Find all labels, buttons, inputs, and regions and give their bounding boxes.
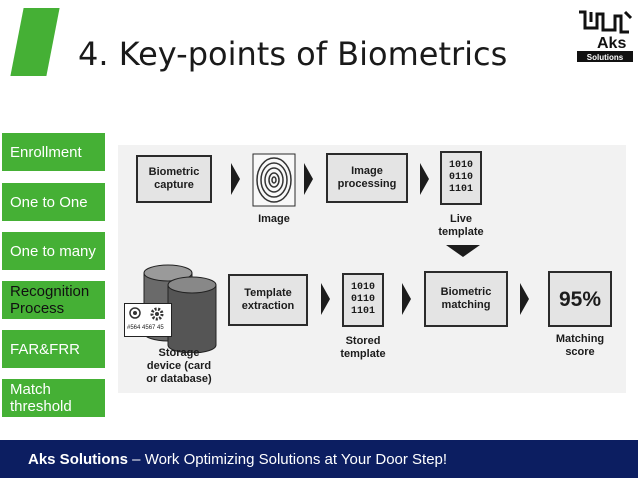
arrow-right-icon [420, 163, 429, 195]
title-accent-bar [10, 8, 60, 76]
aks-solutions-logo: Aks Solutions [577, 10, 633, 62]
footer-tagline: – Work Optimizing Solutions at Your Door… [128, 451, 448, 468]
sidebar-item-one-to-one[interactable]: One to One [2, 183, 105, 221]
arrow-right-icon [520, 283, 529, 315]
arrow-right-icon [304, 163, 313, 195]
card-chip-icon [129, 307, 141, 319]
arrow-right-icon [231, 163, 240, 195]
sidebar-item-enrollment[interactable]: Enrollment [2, 133, 105, 171]
sidebar-item-recognition-process[interactable]: Recognition Process [2, 281, 105, 319]
image-processing-box: Image processing [326, 153, 408, 203]
smart-card: #564 4567 45 [124, 303, 172, 337]
image-caption: Image [258, 213, 290, 225]
footer-text: Aks Solutions – Work Optimizing Solution… [28, 451, 447, 468]
recognition-process-diagram: Biometric capture Image Image processing… [118, 145, 626, 393]
biometric-capture-box: Biometric capture [136, 155, 212, 203]
footer-brand: Aks Solutions [28, 451, 129, 468]
biometric-matching-box: Biometric matching [424, 271, 508, 327]
matching-score-box: 95% [548, 271, 612, 327]
sidebar-item-far-frr[interactable]: FAR&FRR [2, 330, 105, 368]
footer-bar [0, 440, 638, 478]
arrow-down-icon [446, 245, 480, 257]
matching-score-caption: Matching score [555, 333, 605, 358]
logo-subtitle: Solutions [587, 53, 624, 62]
stored-template-code: 1010 0110 1101 [342, 273, 384, 327]
card-number: #564 4567 45 [127, 325, 164, 331]
logo-text: Aks [597, 35, 626, 52]
arrow-right-icon [321, 283, 330, 315]
card-gear-icon [150, 307, 164, 321]
storage-device-caption: Storage device (card or database) [146, 347, 212, 385]
stored-template-caption: Stored template [340, 335, 386, 360]
fingerprint-icon [252, 153, 296, 207]
sidebar-item-match-threshold[interactable]: Match threshold [2, 379, 105, 417]
live-template-caption: Live template [438, 213, 484, 238]
sidebar-item-one-to-many[interactable]: One to many [2, 232, 105, 270]
slide-title: 4. Key-points of Biometrics [78, 35, 508, 73]
live-template-code: 1010 0110 1101 [440, 151, 482, 205]
arrow-right-icon [402, 283, 411, 315]
template-extraction-box: Template extraction [228, 274, 308, 326]
